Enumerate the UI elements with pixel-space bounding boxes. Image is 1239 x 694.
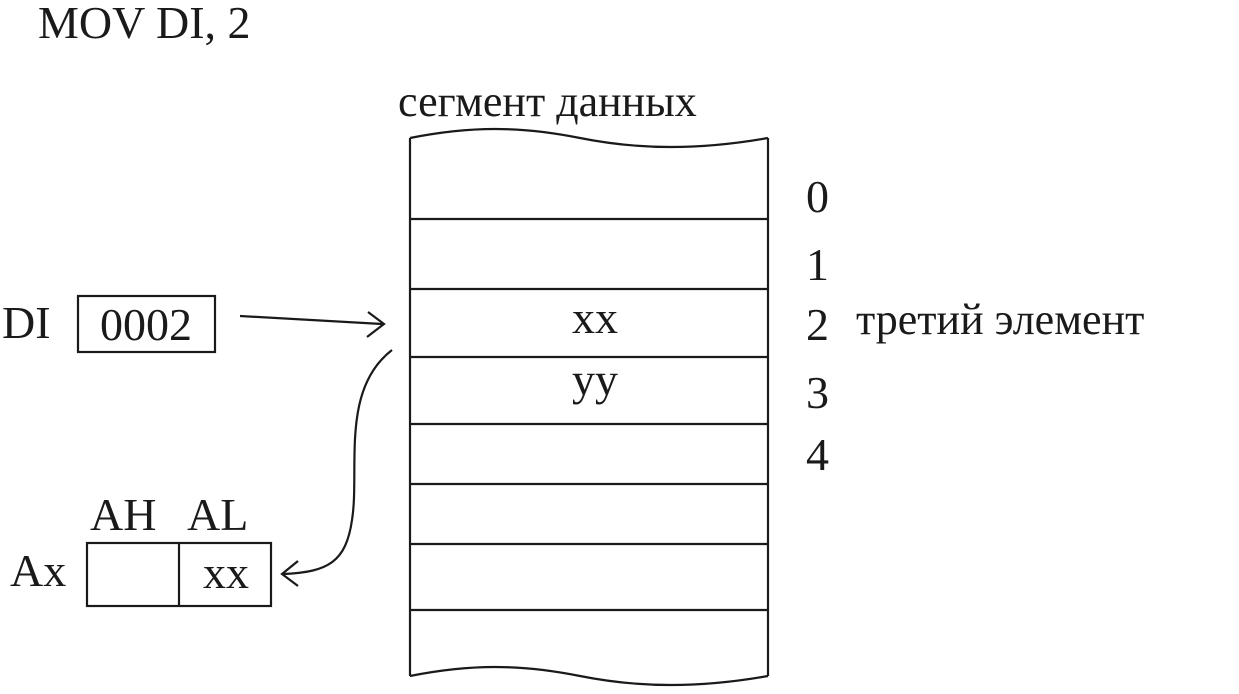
di-pointer-arrow	[239, 311, 386, 338]
segment-title: сегмент данных	[398, 77, 697, 126]
segment-index: 4	[806, 429, 829, 480]
load-arrow	[280, 349, 393, 587]
data-segment: xx yy	[408, 127, 770, 687]
ax-high-label: AH	[90, 489, 156, 540]
segment-indices: 0 1 2 3 4	[806, 171, 829, 480]
di-register-value: 0002	[100, 299, 192, 350]
segment-index: 3	[806, 367, 829, 418]
segment-bottom-edge	[409, 665, 769, 687]
segment-index: 2	[806, 299, 829, 350]
ax-low-label: AL	[187, 489, 248, 540]
segment-cell-value: yy	[572, 354, 618, 405]
segment-index: 0	[806, 171, 829, 222]
di-register-box	[76, 294, 217, 354]
ax-low-value: xx	[203, 547, 249, 598]
ax-register-name: Ax	[10, 545, 66, 596]
ax-register: AH AL Ax xx	[10, 489, 273, 608]
instruction-label: MOV DI, 2	[38, 0, 251, 48]
di-register: DI 0002	[2, 294, 217, 354]
segment-top-edge	[409, 127, 769, 149]
di-register-name: DI	[2, 297, 51, 348]
segment-cell-value: xx	[572, 292, 618, 343]
pointed-element-note: третий элемент	[856, 295, 1144, 344]
segment-index: 1	[806, 239, 829, 290]
